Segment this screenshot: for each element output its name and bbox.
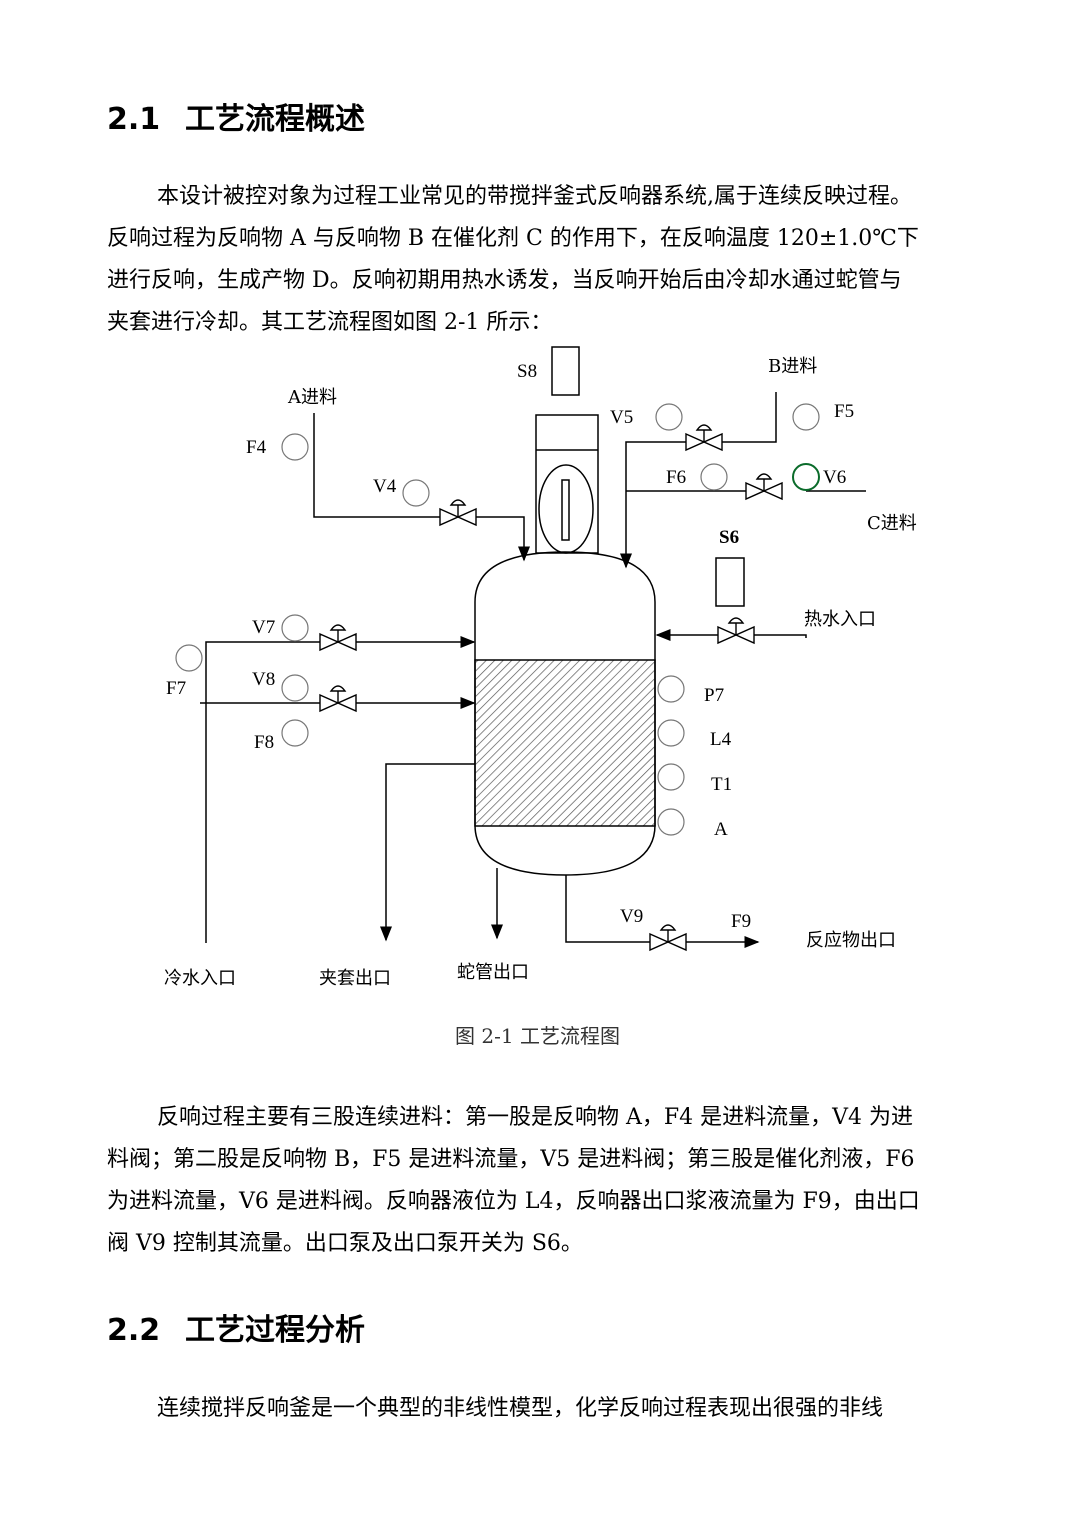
text-line: 反响过程为反响物 A 与反响物 B 在催化剂 C 的作用下，在反响温度 120±… [107,226,919,251]
label-v8: V8 [252,669,275,690]
instrument-v7 [281,614,309,642]
label-s8: S8 [517,361,537,382]
reactor-packed-bed [474,659,656,827]
instrument-f4 [281,433,309,461]
text-line: 阀 V9 控制其流量。出口泵及出口泵开关为 S6。 [107,1231,583,1256]
label-f4: F4 [246,437,267,458]
label-s6: S6 [719,527,739,548]
paragraph-process-overview: 本设计被控对象为过程工业常见的带搅拌釜式反响器系统,属于连续反映过程。 反响过程… [107,176,1007,344]
label-a-feed: A进料 [287,387,337,408]
valve-hot-water [717,617,755,645]
label-product-out: 反应物出口 [806,930,896,951]
section-title: 工艺流程概述 [185,102,365,137]
paragraph-feed-description: 反响过程主要有三股连续进料：第一股是反响物 A，F4 是进料流量，V4 为进 料… [107,1097,1007,1265]
text-line: 连续搅拌反响釜是一个典型的非线性模型，化学反响过程表现出很强的非线 [157,1396,884,1421]
section-heading-2-2: 2.2 工艺过程分析 [107,1305,365,1349]
label-t1: T1 [711,774,732,795]
valve-v6 [745,473,783,501]
instrument-v5 [655,403,683,431]
label-f8: F8 [254,732,274,753]
paragraph-process-analysis: 连续搅拌反响釜是一个典型的非线性模型，化学反响过程表现出很强的非线 [107,1388,1007,1430]
label-f6: F6 [666,467,686,488]
instrument-f5 [792,403,820,431]
label-jacket-out: 夹套出口 [319,968,391,989]
label-f9: F9 [731,911,751,932]
label-v6: V6 [823,467,846,488]
s6-box [715,557,745,607]
text-line: 进行反响，生成产物 D。反响初期用热水诱发，当反响开始后由冷却水通过蛇管与 [107,268,902,293]
label-coil-out: 蛇管出口 [457,962,529,983]
instrument-f7 [175,644,203,672]
text-line: 为进料流量，V6 是进料阀。反响器液位为 L4，反响器出口浆液流量为 F9，由出… [107,1189,920,1214]
valve-v7 [319,624,357,652]
section-heading-2-1: 2.1 工艺流程概述 [107,94,365,138]
instrument-v6 [792,463,820,491]
figure-caption: 图 2-1 工艺流程图 [455,1024,620,1048]
valve-v4 [439,499,477,527]
label-v7: V7 [252,617,275,638]
instrument-t1 [657,763,685,791]
label-f7: F7 [166,678,186,699]
label-l4: L4 [710,729,732,750]
text-line: 夹套进行冷却。其工艺流程图如图 2-1 所示： [107,310,553,335]
instrument-p7 [657,675,685,703]
label-cold-water-in: 冷水入口 [164,968,236,989]
valve-v8 [319,685,357,713]
instrument-f6 [700,463,728,491]
label-b-feed: B进料 [768,356,817,377]
instrument-v8 [281,674,309,702]
instrument-v4 [402,479,430,507]
label-a: A [714,819,728,840]
label-v4: V4 [373,476,397,497]
instrument-f8 [281,719,309,747]
label-c-feed: C进料 [867,513,917,534]
text-line: 反响过程主要有三股连续进料：第一股是反响物 A，F4 是进料流量，V4 为进 [157,1105,914,1130]
section-number: 2.1 [107,102,161,137]
instrument-l4 [657,719,685,747]
label-v5: V5 [610,407,633,428]
label-p7: P7 [704,685,724,706]
section-title: 工艺过程分析 [185,1313,365,1348]
section-number: 2.2 [107,1313,161,1348]
label-f5: F5 [834,401,854,422]
process-flow-diagram: S8 A进料 B进料 C进料 F4 V4 V5 F5 F6 V6 S6 热水入口… [164,346,917,989]
s8-box [551,346,580,396]
instrument-a [657,808,685,836]
agitator-impeller [538,464,594,554]
label-hot-water-in: 热水入口 [804,609,876,630]
valve-v9 [649,924,687,952]
text-line: 料阀；第二股是反响物 B，F5 是进料流量，V5 是进料阀；第三股是催化剂液，F… [107,1147,915,1172]
text-line: 本设计被控对象为过程工业常见的带搅拌釜式反响器系统,属于连续反映过程。 [157,184,912,209]
label-v9: V9 [620,906,643,927]
valve-v5 [685,424,723,452]
